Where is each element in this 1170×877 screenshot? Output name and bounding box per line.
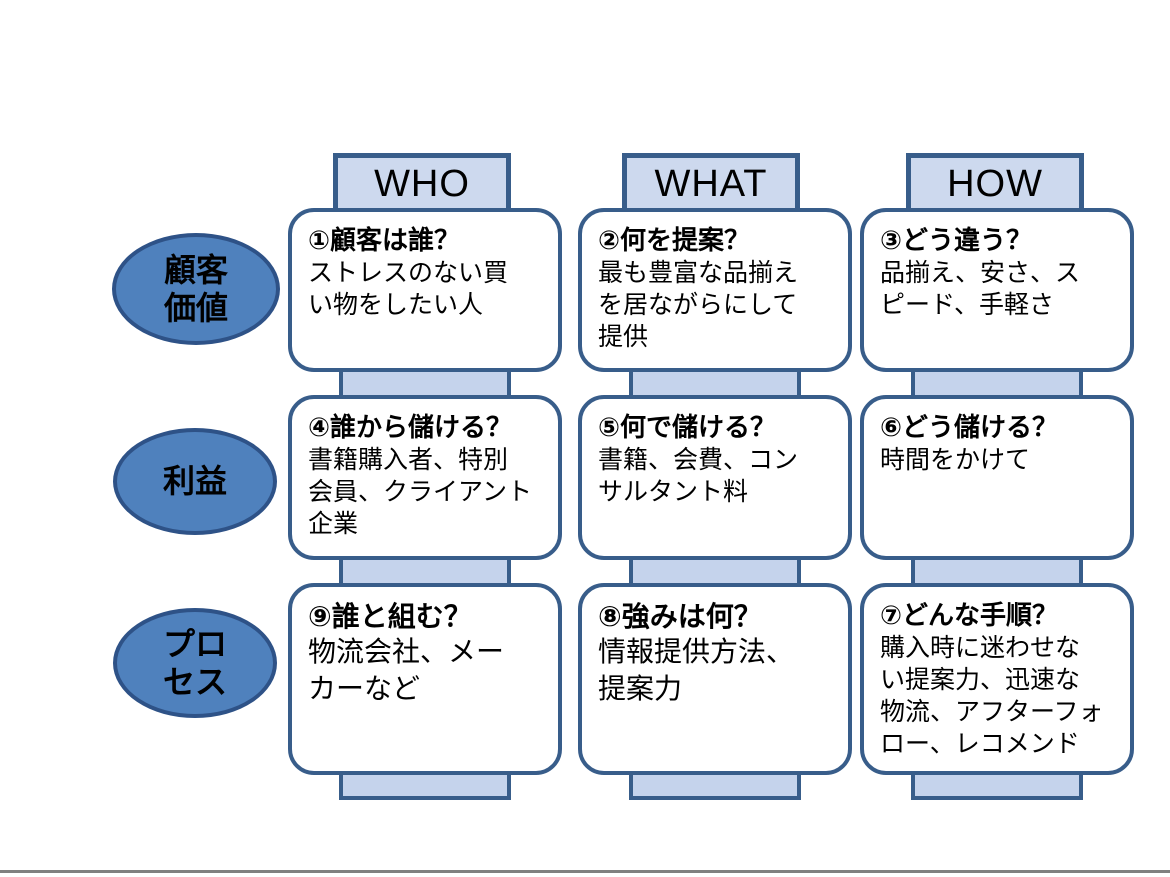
box-8-heading: ⑧強みは何？ [598,601,762,632]
slide-bottom-rule [0,870,1170,873]
row-label-profit: 利益 [113,428,277,535]
box-5-body: 書籍、会費、コン サルタント料 [598,445,799,506]
box-7-heading: ⑦どんな手順？ [880,600,1059,630]
box-6-body: 時間をかけて [880,445,1031,474]
box-8-what-strengths: ⑧強みは何？ 情報提供方法、 提案力 [578,583,852,775]
row-label-process: プロ セス [113,608,277,718]
row-label-profit-text: 利益 [162,463,227,500]
box-1-body: ストレスのない買 い物をしたい人 [308,258,509,319]
column-header-how-label: HOW [947,162,1043,205]
box-5-heading: ⑤何で儲ける？ [598,412,777,442]
box-2-what-proposal: ②何を提案？ 最も豊富な品揃え を居ながらにして 提供 [578,208,852,372]
box-2-heading: ②何を提案？ [598,225,751,255]
row-label-customer-value: 顧客 価値 [112,233,280,345]
box-7-how-procedure: ⑦どんな手順？ 購入時に迷わせな い提案力、迅速な 物流、アフターフォ ロー、レ… [860,583,1134,775]
box-8-body: 情報提供方法、 提案力 [598,636,795,704]
box-4-heading: ④誰から儲ける？ [308,412,513,442]
box-9-body: 物流会社、メー カーなど [308,636,505,704]
box-4-body: 書籍購入者、特別 会員、クライアント 企業 [308,445,533,538]
box-1-who-customer: ①顧客は誰？ ストレスのない買 い物をしたい人 [288,208,562,372]
box-4-who-profit-from: ④誰から儲ける？ 書籍購入者、特別 会員、クライアント 企業 [288,395,562,560]
box-5-what-profit-source: ⑤何で儲ける？ 書籍、会費、コン サルタント料 [578,395,852,560]
box-1-heading: ①顧客は誰？ [308,225,461,255]
box-3-heading: ③どう違う？ [880,225,1033,255]
box-6-how-profit-method: ⑥どう儲ける？ 時間をかけて [860,395,1134,560]
column-header-what: WHAT [622,153,800,215]
box-9-who-partners: ⑨誰と組む？ 物流会社、メー カーなど [288,583,562,775]
box-9-heading: ⑨誰と組む？ [308,601,472,632]
box-7-body: 購入時に迷わせな い提案力、迅速な 物流、アフターフォ ロー、レコメンド [880,633,1104,758]
column-header-how: HOW [906,153,1084,215]
column-header-who-label: WHO [374,162,470,205]
box-3-how-difference: ③どう違う？ 品揃え、安さ、ス ピード、手軽さ [860,208,1134,372]
column-header-who: WHO [333,153,511,215]
row-label-customer-value-text: 顧客 価値 [163,251,228,326]
column-header-what-label: WHAT [654,162,768,205]
box-3-body: 品揃え、安さ、ス ピード、手軽さ [880,258,1081,319]
row-label-process-text: プロ セス [162,625,227,700]
box-6-heading: ⑥どう儲ける？ [880,412,1059,442]
box-2-body: 最も豊富な品揃え を居ながらにして 提供 [598,258,799,351]
